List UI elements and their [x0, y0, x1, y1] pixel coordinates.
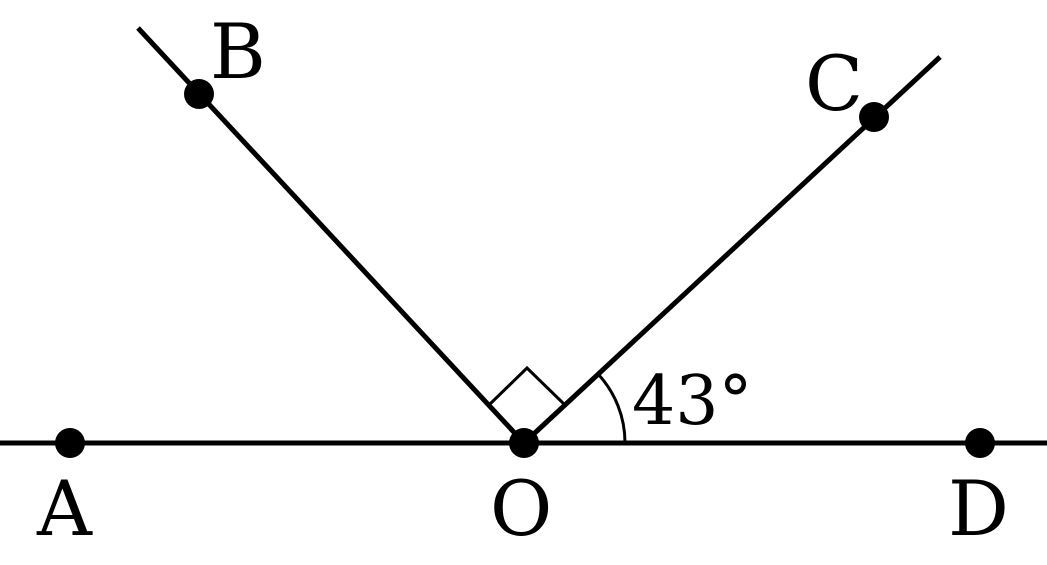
point-O — [509, 428, 539, 458]
point-D — [965, 428, 995, 458]
point-B — [184, 79, 214, 109]
point-C — [859, 102, 889, 132]
label-O: O — [490, 464, 552, 553]
label-A: A — [36, 464, 93, 553]
label-D: D — [948, 464, 1009, 553]
label-C: C — [805, 39, 863, 128]
angle-arc-COD — [596, 372, 627, 444]
point-A — [55, 428, 85, 458]
right-angle-marker — [487, 365, 567, 407]
label-B: B — [210, 7, 266, 96]
angle-measure-COD: 43° — [632, 362, 753, 441]
